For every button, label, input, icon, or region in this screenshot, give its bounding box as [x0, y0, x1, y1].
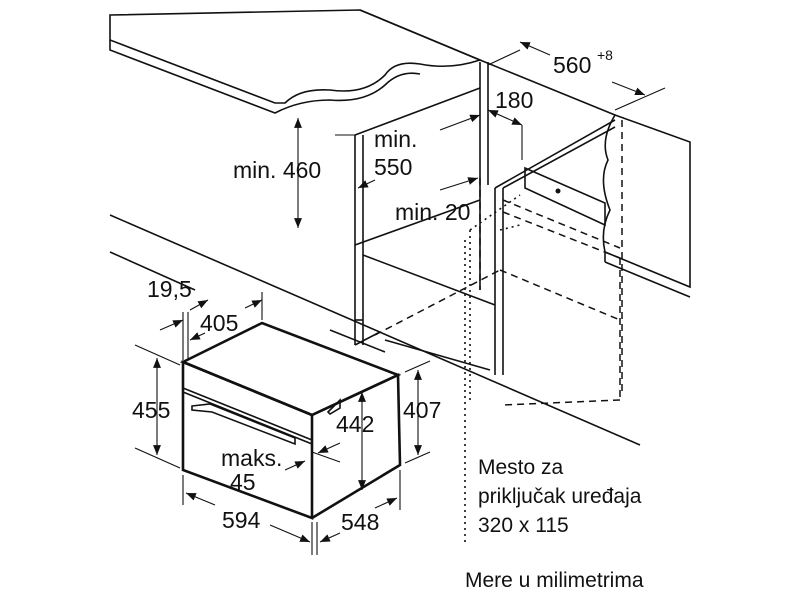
dim-side-height: 407	[403, 397, 441, 423]
dim-front-panel-thickness: 19,5	[147, 276, 192, 302]
oven	[179, 321, 402, 520]
dim-niche-depth-tolerance: +8	[597, 47, 613, 63]
dim-width: 594	[222, 507, 261, 533]
dimension-lines	[134, 41, 666, 555]
dim-front-height: 455	[132, 397, 170, 423]
connection-note-line1: Mesto za	[478, 456, 564, 479]
door-handle	[191, 403, 296, 446]
dim-min-niche-label: min.	[374, 126, 417, 152]
dim-min-height-above: min. 460	[233, 157, 321, 183]
side-panel	[602, 114, 691, 395]
wall-edge	[479, 59, 616, 116]
dim-niche-depth: 560	[553, 52, 591, 78]
cabinet	[109, 62, 641, 545]
connection-note-line3: 320 x 115	[478, 514, 569, 537]
socket-point	[555, 188, 561, 194]
dim-body-height: 442	[336, 411, 374, 437]
dim-min-gap: min. 20	[395, 199, 470, 225]
dim-door-offset: 405	[200, 310, 238, 336]
dim-max-label: maks.	[221, 445, 282, 471]
connection-note-line2: priključak uređaja	[478, 485, 642, 508]
dim-socket-offset: 180	[495, 87, 533, 113]
dim-min-niche-value: 550	[374, 154, 412, 180]
units-note: Mere u milimetrima	[465, 569, 644, 592]
countertop	[109, 9, 483, 114]
dim-depth: 548	[341, 509, 379, 535]
connection-area	[524, 166, 606, 227]
dim-max-value: 45	[230, 469, 256, 495]
